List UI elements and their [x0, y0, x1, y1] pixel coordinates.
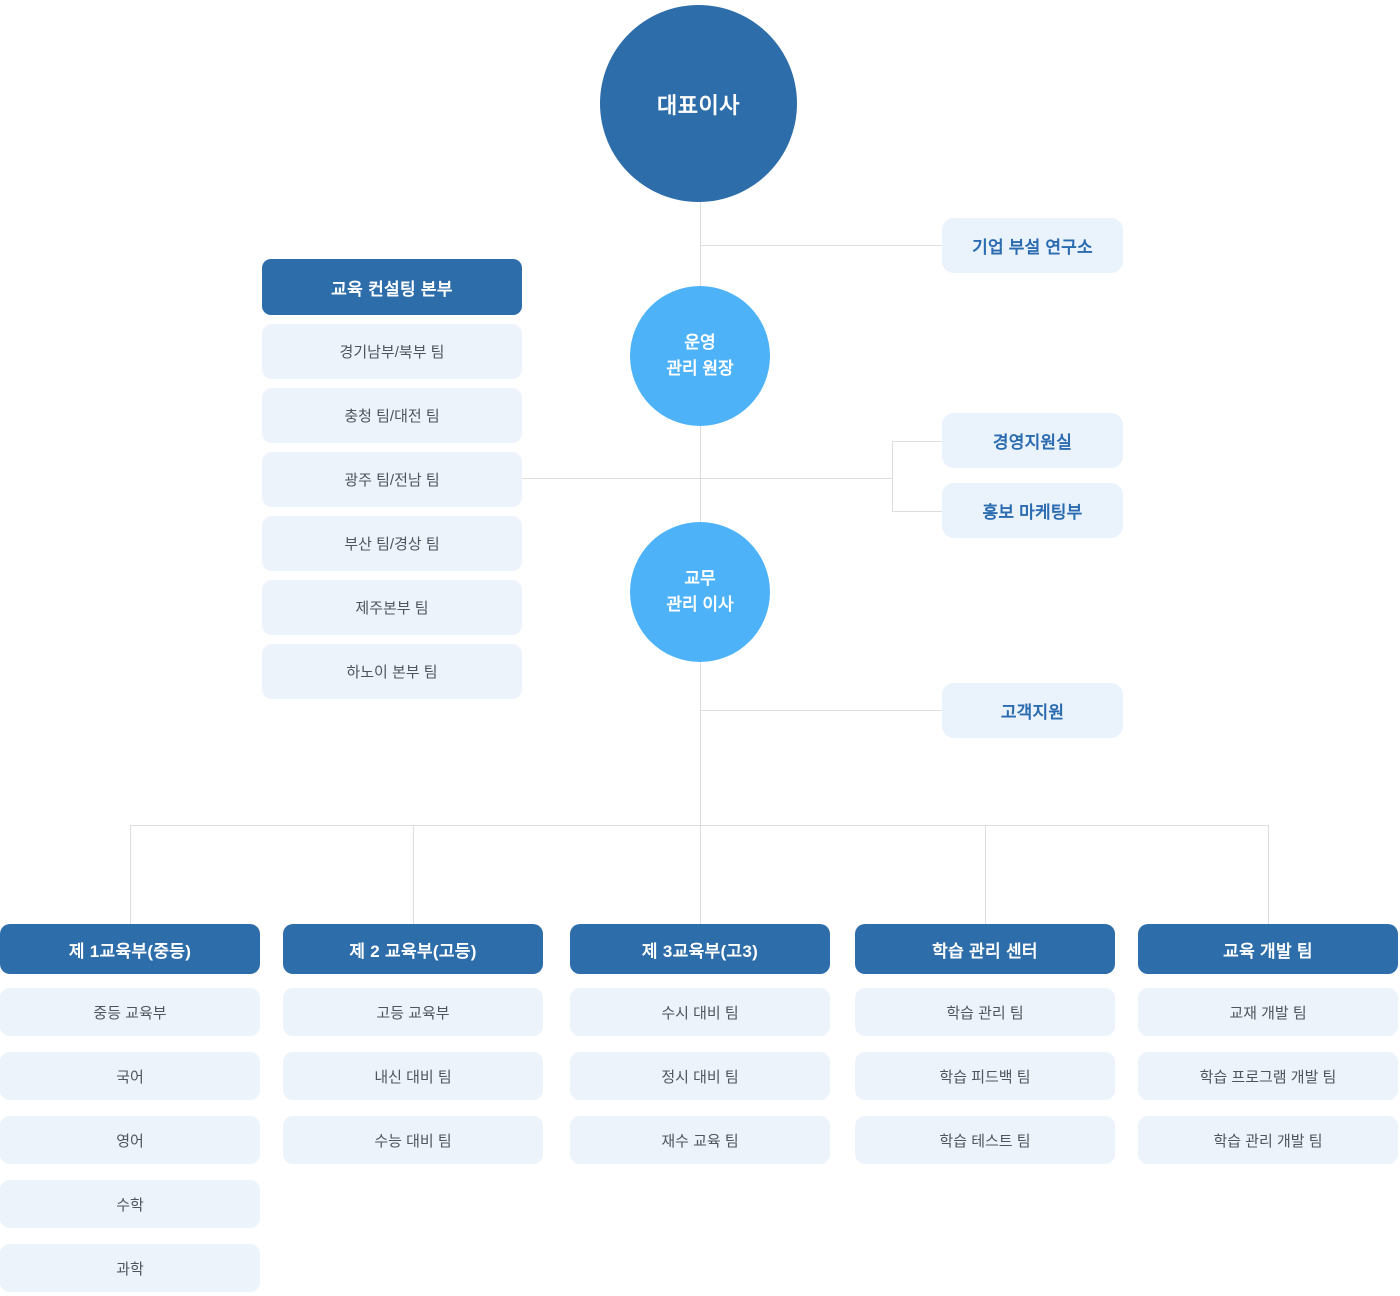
consulting-team-jeju: 제주본부 팀	[262, 580, 522, 635]
department-3-header: 제 3교육부(고3)	[570, 924, 830, 974]
consulting-division: 교육 컨설팅 본부 경기남부/북부 팀 충청 팀/대전 팀 광주 팀/전남 팀 …	[262, 259, 522, 699]
dept1-english: 영어	[0, 1116, 260, 1164]
connector-drop-dept-1	[130, 825, 131, 924]
connector-drop-dept-2	[413, 825, 414, 924]
dept3-jaesu-team: 재수 교육 팀	[570, 1116, 830, 1164]
department-5-header: 교육 개발 팀	[1138, 924, 1398, 974]
dept2-naesin-team: 내신 대비 팀	[283, 1052, 543, 1100]
connector-to-research-lab	[700, 245, 942, 246]
department-4-learning-center: 학습 관리 센터 학습 관리 팀 학습 피드백 팀 학습 테스트 팀	[855, 924, 1115, 1164]
dept4-test-team: 학습 테스트 팀	[855, 1116, 1115, 1164]
dept5-program-dev-team: 학습 프로그램 개발 팀	[1138, 1052, 1398, 1100]
academic-director-label: 교무 관리 이사	[666, 568, 734, 614]
pr-marketing-node: 홍보 마케팅부	[942, 483, 1123, 538]
department-4-header: 학습 관리 센터	[855, 924, 1115, 974]
connector-to-management-support	[892, 441, 942, 442]
dept4-feedback-team: 학습 피드백 팀	[855, 1052, 1115, 1100]
dept3-susi-team: 수시 대비 팀	[570, 988, 830, 1036]
consulting-team-busan: 부산 팀/경상 팀	[262, 516, 522, 571]
consulting-team-hanoi: 하노이 본부 팀	[262, 644, 522, 699]
connector-to-customer-support	[700, 710, 942, 711]
ceo-label: 대표이사	[657, 92, 740, 118]
connector-consulting-branch	[522, 478, 892, 479]
department-1-middle-school: 제 1교육부(중등) 중등 교육부 국어 영어 수학 과학	[0, 924, 260, 1292]
department-5-development: 교육 개발 팀 교재 개발 팀 학습 프로그램 개발 팀 학습 관리 개발 팀	[1138, 924, 1398, 1164]
dept1-korean: 국어	[0, 1052, 260, 1100]
dept2-suneung-team: 수능 대비 팀	[283, 1116, 543, 1164]
connector-drop-dept-3	[700, 825, 701, 924]
consulting-team-gwangju: 광주 팀/전남 팀	[262, 452, 522, 507]
connector-drop-dept-5	[1268, 825, 1269, 924]
consulting-team-chungcheong: 충청 팀/대전 팀	[262, 388, 522, 443]
dept5-management-dev-team: 학습 관리 개발 팀	[1138, 1116, 1398, 1164]
department-1-header: 제 1교육부(중등)	[0, 924, 260, 974]
dept1-science: 과학	[0, 1244, 260, 1292]
academic-director-node: 교무 관리 이사	[630, 522, 770, 662]
customer-support-label: 고객지원	[1000, 703, 1065, 722]
connector-department-rail	[130, 825, 1268, 826]
consulting-team-gyeonggi: 경기남부/북부 팀	[262, 324, 522, 379]
connector-support-bracket	[892, 441, 893, 512]
dept2-high-education: 고등 교육부	[283, 988, 543, 1036]
management-support-label: 경영지원실	[992, 433, 1073, 452]
department-2-header: 제 2 교육부(고등)	[283, 924, 543, 974]
consulting-division-header: 교육 컨설팅 본부	[262, 259, 522, 315]
operations-director-node: 운영 관리 원장	[630, 286, 770, 426]
research-lab-label: 기업 부설 연구소	[972, 238, 1093, 257]
dept5-textbook-team: 교재 개발 팀	[1138, 988, 1398, 1036]
dept1-math: 수학	[0, 1180, 260, 1228]
management-support-node: 경영지원실	[942, 413, 1123, 468]
dept3-jeongsi-team: 정시 대비 팀	[570, 1052, 830, 1100]
research-lab-node: 기업 부설 연구소	[942, 218, 1123, 273]
department-2-high-school: 제 2 교육부(고등) 고등 교육부 내신 대비 팀 수능 대비 팀	[283, 924, 543, 1164]
connector-to-pr-marketing	[892, 511, 942, 512]
connector-drop-dept-4	[985, 825, 986, 924]
department-3-senior: 제 3교육부(고3) 수시 대비 팀 정시 대비 팀 재수 교육 팀	[570, 924, 830, 1164]
customer-support-node: 고객지원	[942, 683, 1123, 738]
dept1-middle-education: 중등 교육부	[0, 988, 260, 1036]
operations-director-label: 운영 관리 원장	[666, 332, 734, 378]
ceo-node: 대표이사	[600, 5, 797, 202]
pr-marketing-label: 홍보 마케팅부	[982, 503, 1083, 522]
connector-main-trunk	[700, 200, 701, 825]
dept4-learning-management-team: 학습 관리 팀	[855, 988, 1115, 1036]
